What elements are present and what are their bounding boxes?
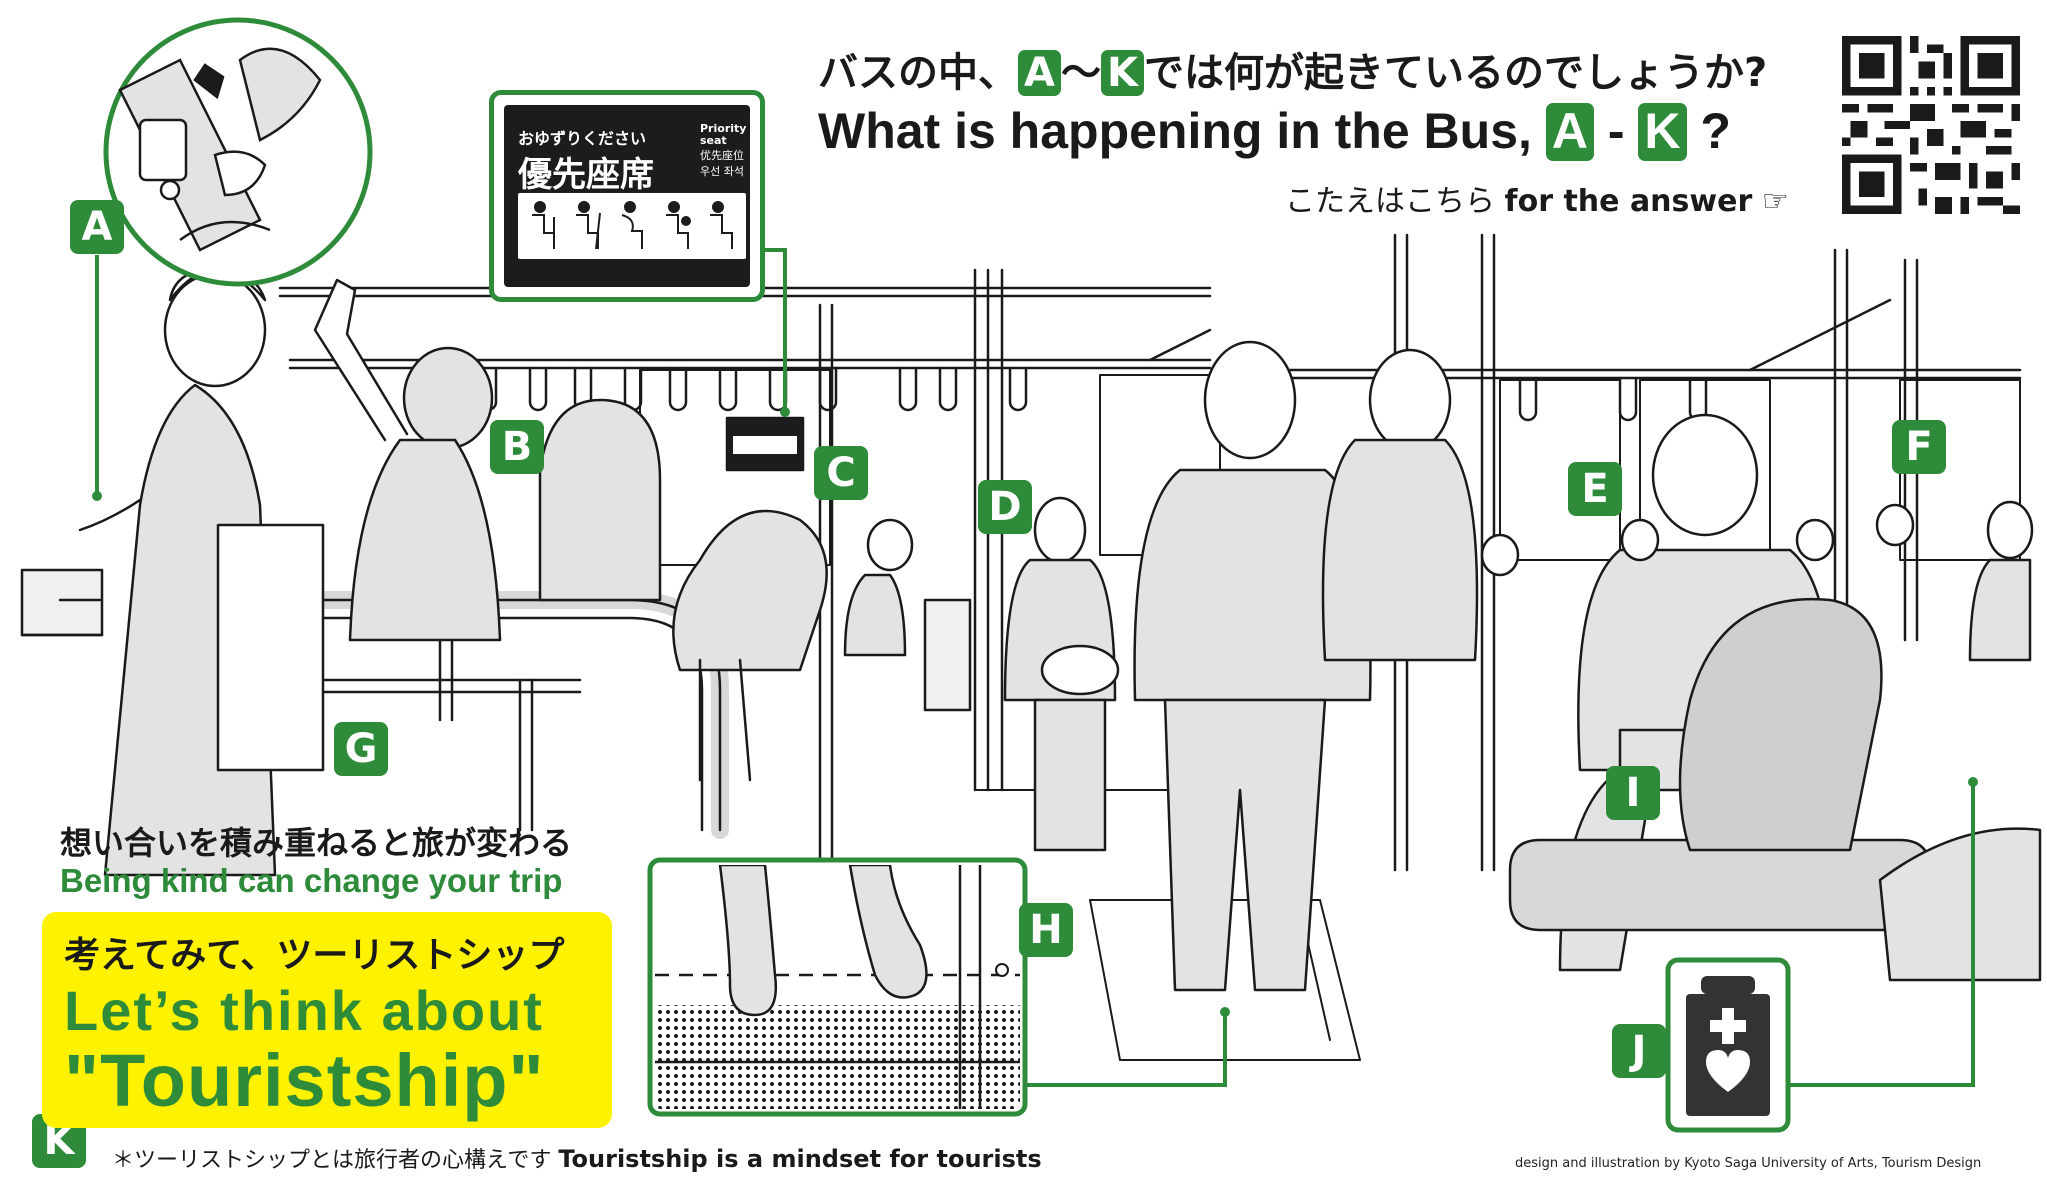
priority-icons [518,193,746,259]
question-jp-to-badge: K [1100,50,1144,96]
marker-h: H [1019,903,1073,957]
question-jp-tilde: 〜 [1060,50,1101,96]
pregnant-user-icon [621,201,643,249]
sign-en: Priority seat [700,122,747,147]
question-jp-after: では何が起きているのでしょうか? [1143,50,1768,96]
touristship-en-line2: "Touristship" [64,1039,545,1122]
inset-j-help-mark [1665,957,1791,1133]
qr-code[interactable] [1842,36,2020,214]
passenger-b-standing [313,278,502,642]
passenger-d-sling-bag [1003,496,1120,852]
passenger-c-bending [672,509,828,782]
footnote-en: Touristship is a mindset for tourists [558,1145,1042,1173]
rear-seat [1508,838,1932,932]
answer-jp: こたえはこちら [1285,184,1495,219]
wall-priority-sign [725,416,805,472]
child-carrier-icon [666,201,691,249]
slogan-en: Being kind can change your trip [60,862,563,899]
marker-f: F [1892,420,1946,474]
credit-line: design and illustration by Kyoto Saga Un… [1515,1156,1982,1171]
answer-link[interactable]: こたえはこちら for the answer ☞ [1285,176,1789,220]
cane-user-icon [532,201,555,249]
hanging-straps [478,366,1708,422]
inset-h-floor-detail [647,857,1028,1117]
answer-en: for the answer [1504,184,1753,219]
priority-seat-sign: おゆずりください 優先座席 Priority seat 优先座位 우선 좌석 [504,105,750,287]
priority-seat-sign-inset: おゆずりください 優先座席 Priority seat 优先座位 우선 좌석 [489,90,765,302]
question-en-to-badge: K [1638,103,1687,161]
sign-jp-big: 優先座席 [518,155,654,195]
slogan-jp: 想い合いを積み重ねると旅が変わる [60,824,573,862]
question-en-after: ? [1700,103,1731,159]
passenger-long-hair [538,398,662,602]
marker-a: A [70,200,124,254]
marker-d: D [978,480,1032,534]
passenger-front-left [78,266,325,877]
marker-i: I [1606,766,1660,820]
inset-a-circle [103,17,373,287]
marker-c: C [814,446,868,500]
question-en-dash: - [1607,103,1625,159]
question-en: What is happening in the Bus, A - K ? [818,102,1731,161]
marker-connector-lines [92,248,1978,1087]
touristship-box [42,912,612,1128]
marker-g: G [334,722,388,776]
large-backpack [1678,597,1883,852]
footnote: ＊ツーリストシップとは旅行者の心構えです Touristship is a mi… [112,1142,1042,1174]
question-en-before: What is happening in the Bus, [818,103,1532,159]
touristship-en-line1: Let’s think about [64,979,544,1042]
question-en-from-badge: A [1545,103,1594,161]
sign-ko: 우선 좌석 [700,165,744,178]
fare-machine [20,568,104,637]
passenger-center-man [1133,340,1372,992]
marker-j: J [1612,1024,1666,1078]
passenger-far-right [1878,500,2042,982]
passenger-pole-holder [1321,348,1479,662]
sign-zh: 优先座位 [700,149,744,162]
touristship-jp: 考えてみて、ツーリストシップ [64,935,565,976]
sign-jp-small: おゆずりください [518,129,647,148]
crutch-user-icon [576,201,601,250]
marker-b: B [490,420,544,474]
question-jp-before: バスの中、 [818,50,1018,96]
marker-e: E [1568,462,1622,516]
passenger-seated-far [843,518,972,712]
seated-person-icon [710,201,733,249]
pointing-hand-icon: ☞ [1761,184,1789,219]
question-jp-from-badge: A [1018,50,1061,96]
footnote-jp: ＊ツーリストシップとは旅行者の心構えです [112,1148,552,1173]
